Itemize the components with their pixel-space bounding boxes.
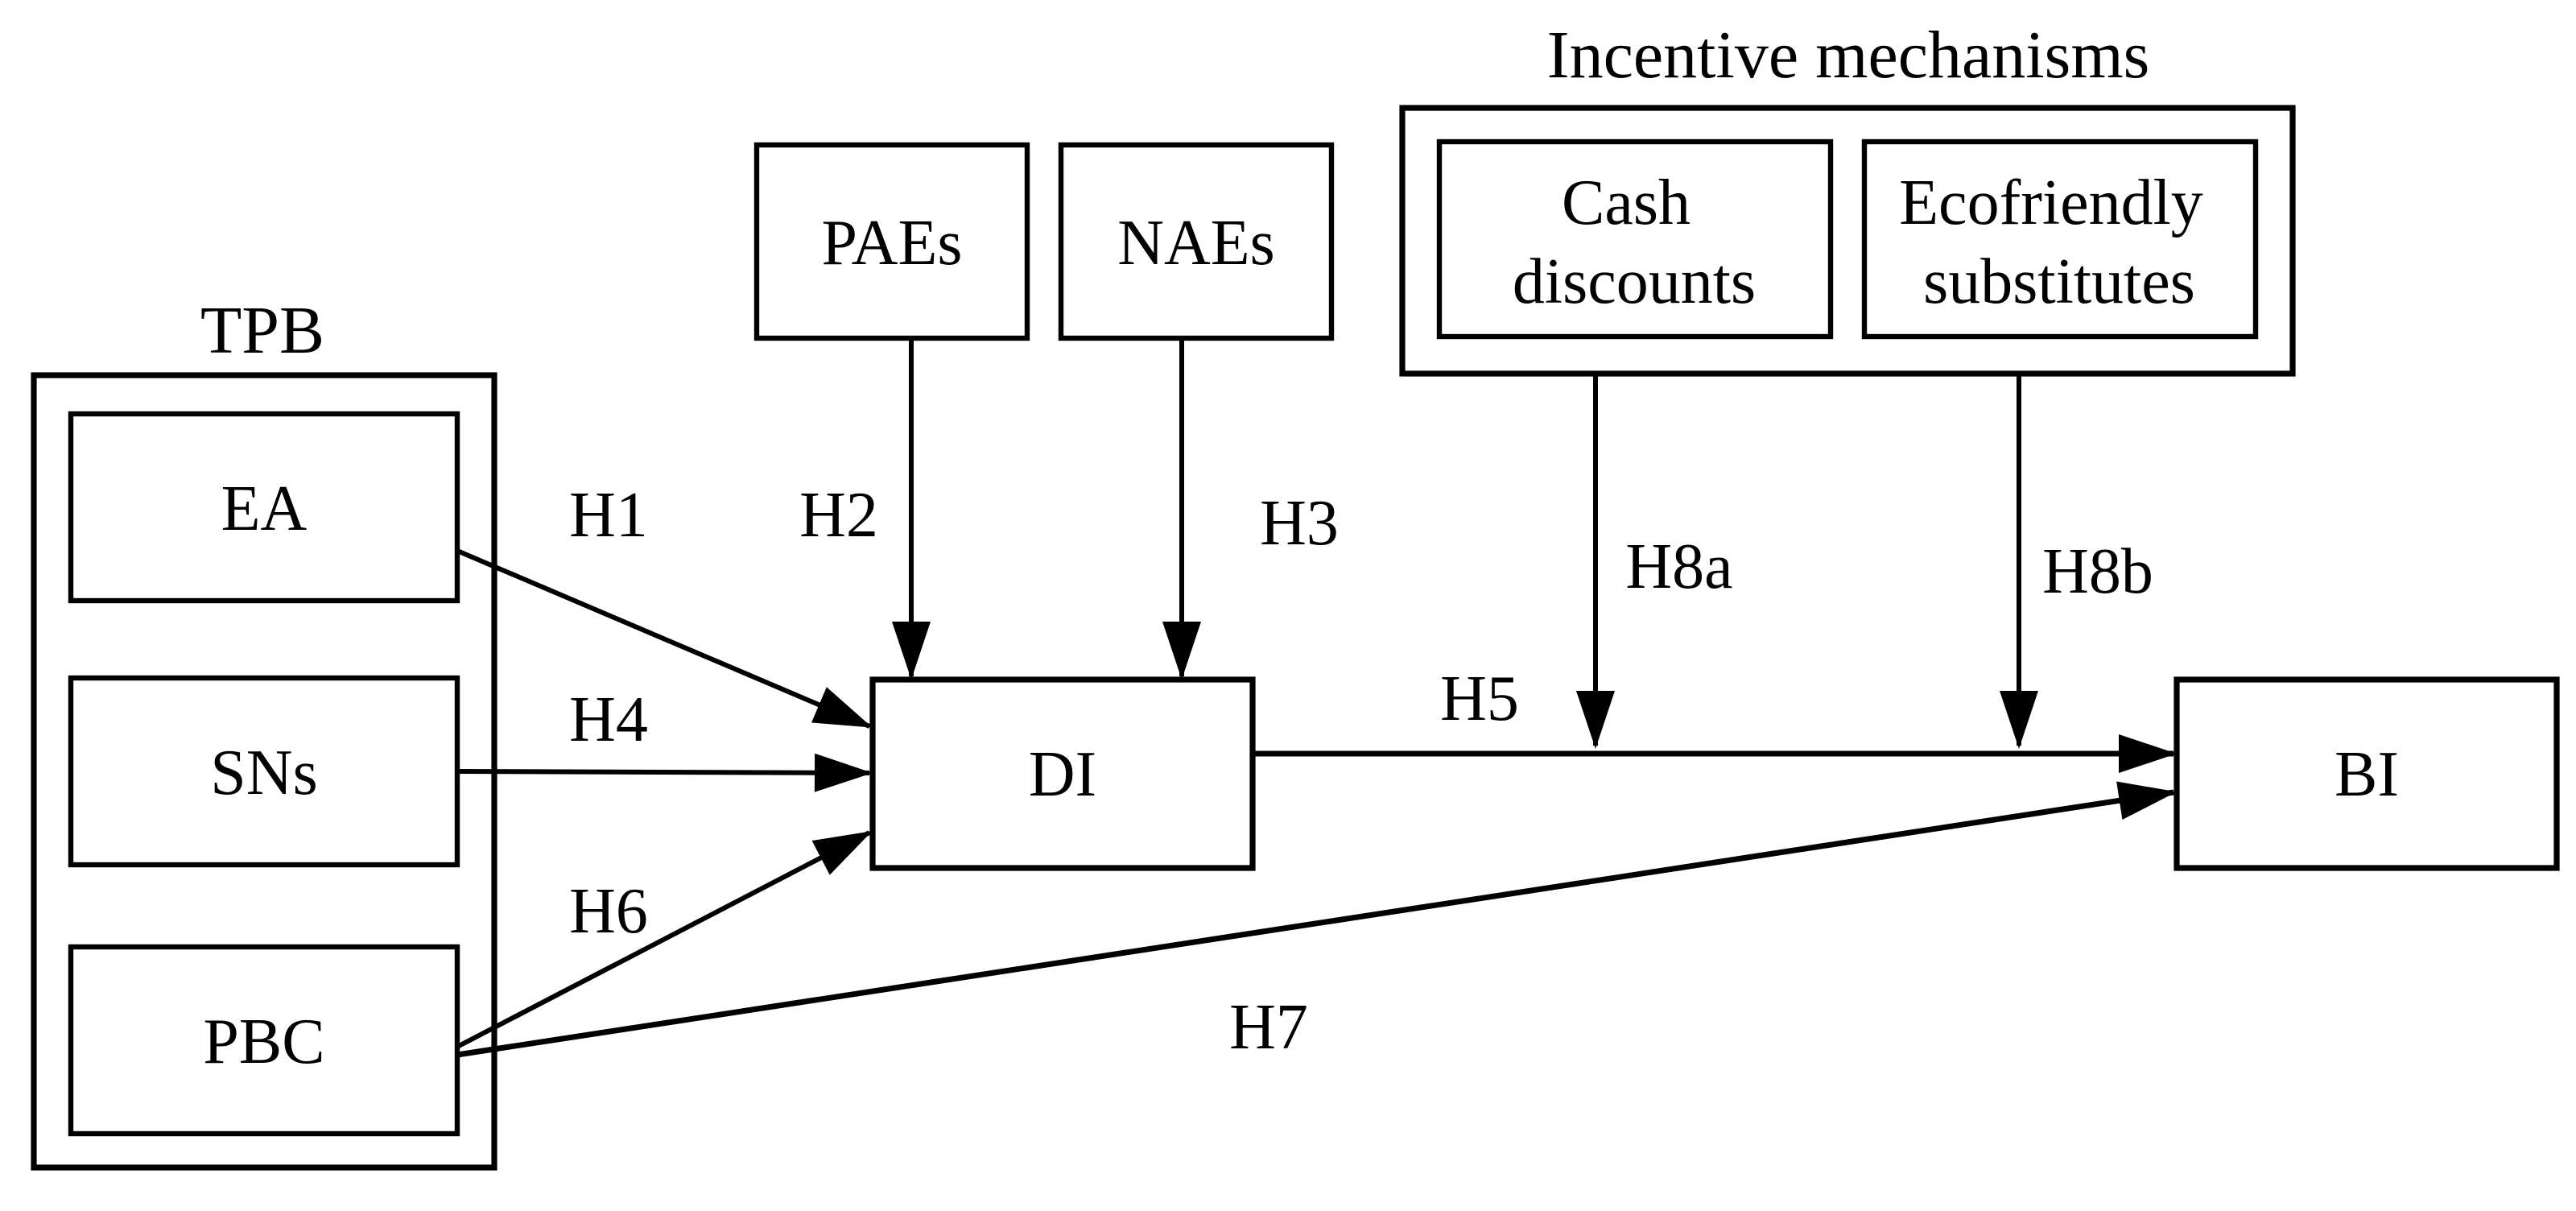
naes-label: NAEs — [1117, 208, 1275, 279]
tpb-group-label: TPB — [200, 293, 324, 368]
arrow-h1-ea-to-di — [456, 548, 873, 729]
cash-discounts-label: Cash discounts — [1513, 167, 1756, 317]
paes-box — [753, 142, 1030, 341]
paes-label: PAEs — [822, 208, 963, 279]
cash-discounts-line1: Cash — [1562, 167, 1690, 238]
naes-box — [1058, 142, 1335, 341]
label-h8b: H8b — [2042, 536, 2153, 607]
label-h7: H7 — [1229, 992, 1308, 1063]
bi-box — [2174, 676, 2560, 871]
label-h2: H2 — [799, 480, 878, 551]
label-h6: H6 — [569, 876, 648, 947]
cash-discounts-line2: discounts — [1513, 246, 1756, 317]
arrow-h6-pbc-to-di — [456, 830, 873, 1049]
sns-box — [68, 675, 460, 868]
pbc-label: PBC — [203, 1006, 324, 1077]
label-h4: H4 — [569, 684, 648, 755]
arrow-h7-pbc-to-bi — [456, 781, 2177, 1058]
cash-discounts-box — [1436, 138, 1834, 340]
ecofriendly-substitutes-label: Ecofriendly substitutes — [1899, 167, 2219, 317]
bi-label: BI — [2334, 739, 2399, 810]
di-box — [869, 676, 1256, 871]
pbc-box — [68, 944, 460, 1137]
ecofriendly-line1: Ecofriendly — [1899, 167, 2203, 238]
arrow-h4-sns-to-di — [456, 753, 873, 792]
label-h5: H5 — [1440, 663, 1519, 734]
sns-label: SNs — [210, 738, 317, 808]
di-label: DI — [1029, 739, 1096, 810]
ea-label: EA — [221, 473, 308, 544]
incentive-group-label: Incentive mechanisms — [1547, 18, 2150, 93]
ea-box — [68, 411, 460, 604]
label-h3: H3 — [1260, 488, 1339, 559]
ecofriendly-line2: substitutes — [1923, 246, 2195, 317]
label-h8a: H8a — [1625, 531, 1732, 602]
ecofriendly-substitutes-box — [1861, 138, 2259, 340]
label-h1: H1 — [569, 480, 648, 551]
